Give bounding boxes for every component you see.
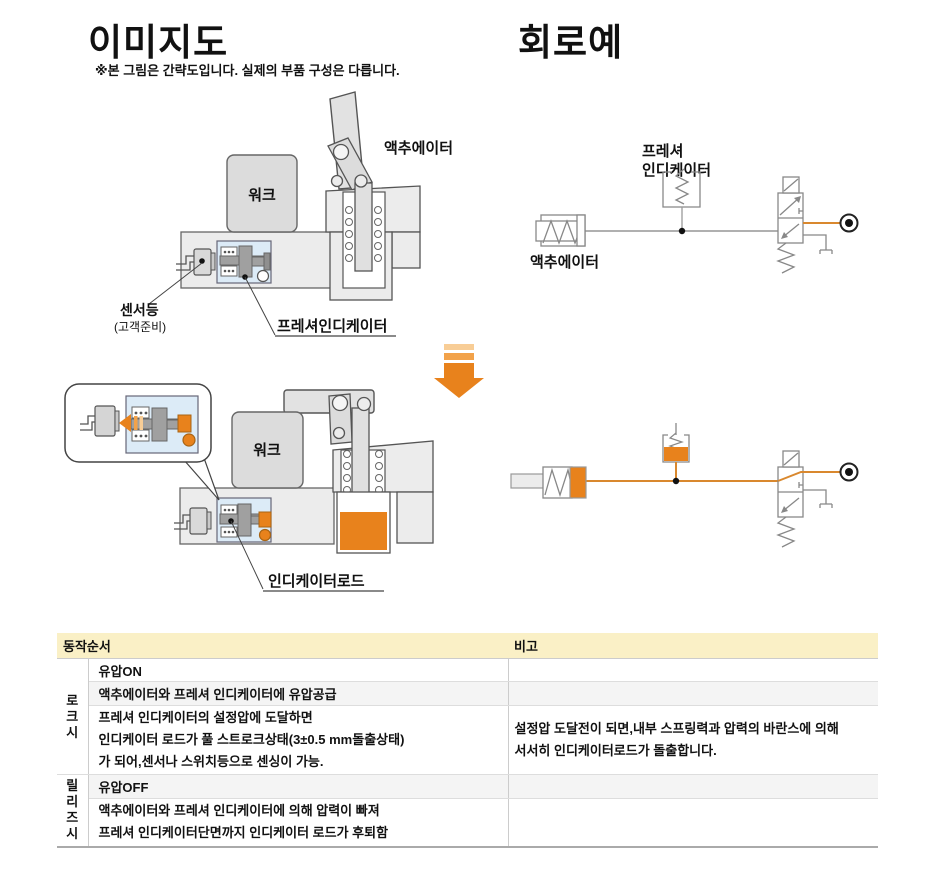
image-diagram-note: ※본 그림은 간략도입니다. 실제의 부품 구성은 다릅니다. xyxy=(95,63,400,78)
circuit-indicator-label-line2: 인디케이터 xyxy=(642,161,711,179)
toggle-clamp-actuator xyxy=(325,91,421,301)
indicator-rod-label: 인디케이터로드 xyxy=(268,572,365,590)
work-label: 워크 xyxy=(253,442,281,459)
work-piece: 워크 xyxy=(226,154,298,233)
sensor-label: 센서등 xyxy=(120,302,159,318)
transition-arrow-icon xyxy=(434,344,484,398)
note-cell xyxy=(508,798,878,847)
junction-dot xyxy=(678,227,686,235)
section-label-lock: 로크시 xyxy=(57,658,89,775)
pressure-source-symbol xyxy=(839,462,859,482)
clamp-spring-coils xyxy=(345,206,382,262)
sequence-cell: 프레셔 인디케이터의 설정압에 도달하면 인디케이터 로드가 풀 스트로크상태(… xyxy=(88,705,509,775)
table-row: 릴리즈시 유압OFF xyxy=(57,774,878,847)
indicator-rod-extended xyxy=(258,511,272,528)
table-header-row: 동작순서 비고 xyxy=(57,633,878,659)
pressure-indicator-label: 프레셔인디케이터 xyxy=(277,317,387,335)
indicator-rod-tip xyxy=(256,269,270,283)
pressure-indicator-symbol-triggered xyxy=(662,423,690,481)
note-cell xyxy=(508,774,878,799)
inset-zoom-bubble xyxy=(64,383,220,501)
circuit-indicator-label-line1: 프레셔 xyxy=(642,143,683,160)
callouts: 인디케이터로드 xyxy=(228,518,384,592)
note-cell xyxy=(508,658,878,682)
operation-table: 동작순서 비고 로크시 유압ON 액추에이터와 프레셔 인디케이터에 유압공급 … xyxy=(57,633,878,848)
note-cell xyxy=(508,681,878,706)
actuator-symbol-extended xyxy=(510,466,587,499)
table-row: 로크시 유압ON xyxy=(57,658,878,775)
protrude-arrow-icon xyxy=(119,414,143,432)
pressure-indicator-assembly-extended xyxy=(216,497,272,543)
sequence-cell: 유압OFF xyxy=(88,774,509,799)
flow-path-orange xyxy=(777,471,840,482)
circuit-diagram-before: 프레셔 인디케이터 액추에이터 xyxy=(530,143,859,274)
table-row: 프레셔 인디케이터의 설정압에 도달하면 인디케이터 로드가 풀 스트로크상태(… xyxy=(57,705,878,775)
circuit-example-title: 회로예 xyxy=(518,22,624,63)
sequence-cell: 유압ON xyxy=(88,658,509,682)
sequence-cell: 액추에이터와 프레셔 인디케이터에 유압공급 xyxy=(88,681,509,706)
valve-symbol xyxy=(776,176,833,274)
hydraulic-fluid xyxy=(340,512,387,550)
image-diagram-before: 워크 센서등 (고객준비) xyxy=(114,91,453,337)
note-header: 비고 xyxy=(508,633,878,659)
callouts: 센서등 (고객준비) 프레셔인디케이터 액추에이터 xyxy=(114,139,453,337)
pressure-source-symbol xyxy=(839,213,859,233)
table-row: 액추에이터와 프레셔 인디케이터에 유압공급 xyxy=(57,681,878,706)
note-cell: 설정압 도달전이 되면,내부 스프링력과 압력의 바란스에 의해 서서히 인디케… xyxy=(508,705,878,775)
work-piece: 워크 xyxy=(231,411,304,489)
section-label-release: 릴리즈시 xyxy=(57,774,89,847)
circuit-actuator-label: 액추에이터 xyxy=(530,253,599,271)
sensor xyxy=(176,248,216,276)
circuit-diagram-after xyxy=(510,423,859,548)
pressure-indicator-assembly xyxy=(216,240,272,284)
pressure-indicator-symbol xyxy=(662,168,701,228)
valve-symbol-shifted xyxy=(776,450,833,548)
image-diagram-title: 이미지도 xyxy=(88,22,229,63)
sensor-sublabel: (고객준비) xyxy=(114,320,166,334)
sequence-header: 동작순서 xyxy=(57,633,508,659)
toggle-clamp-actuator-locked xyxy=(283,389,434,554)
image-diagram-after: 워크 xyxy=(64,383,434,592)
actuator-symbol xyxy=(535,214,586,247)
table-row: 액추에이터와 프레셔 인디케이터에 의해 압력이 빠져 프레셔 인디케이터단면까… xyxy=(57,798,878,847)
sensor xyxy=(174,507,212,535)
actuator-label: 액추에이터 xyxy=(384,139,453,157)
sequence-cell: 액추에이터와 프레셔 인디케이터에 의해 압력이 빠져 프레셔 인디케이터단면까… xyxy=(88,798,509,847)
work-label: 워크 xyxy=(248,187,276,204)
junction-dot xyxy=(672,477,680,485)
